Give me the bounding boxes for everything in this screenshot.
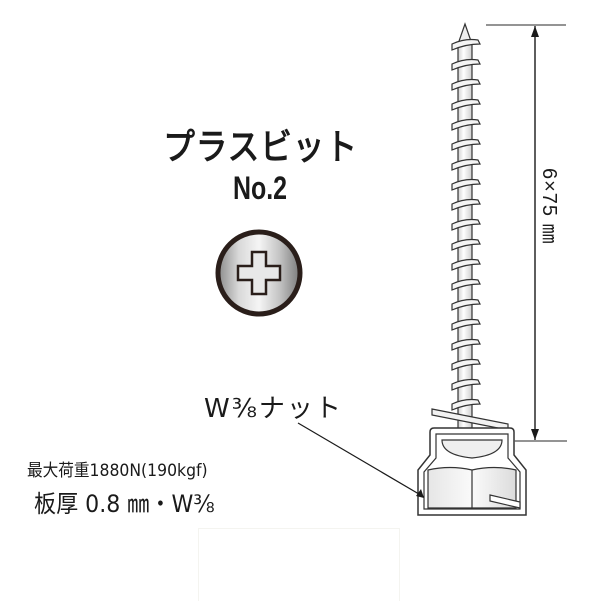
bit-size-label: No.2 [232,170,288,206]
nut-housing-icon [417,427,527,516]
max-load-label: 最大荷重1880N(190kgf) [27,461,208,481]
screw-icon [451,22,481,433]
plate-spec-label: 板厚 0.8 ㎜・W⅜ [34,490,215,518]
nut-label: W⅜ナット [204,394,343,424]
phillips-cross-icon [215,229,303,317]
bit-type-title: プラスビット [163,127,358,168]
nut-leader-line [297,422,425,498]
screw-dimension-label: 6×75 ㎜ [538,168,560,245]
length-dimension-line [486,24,567,442]
faint-placeholder-box [198,528,400,601]
